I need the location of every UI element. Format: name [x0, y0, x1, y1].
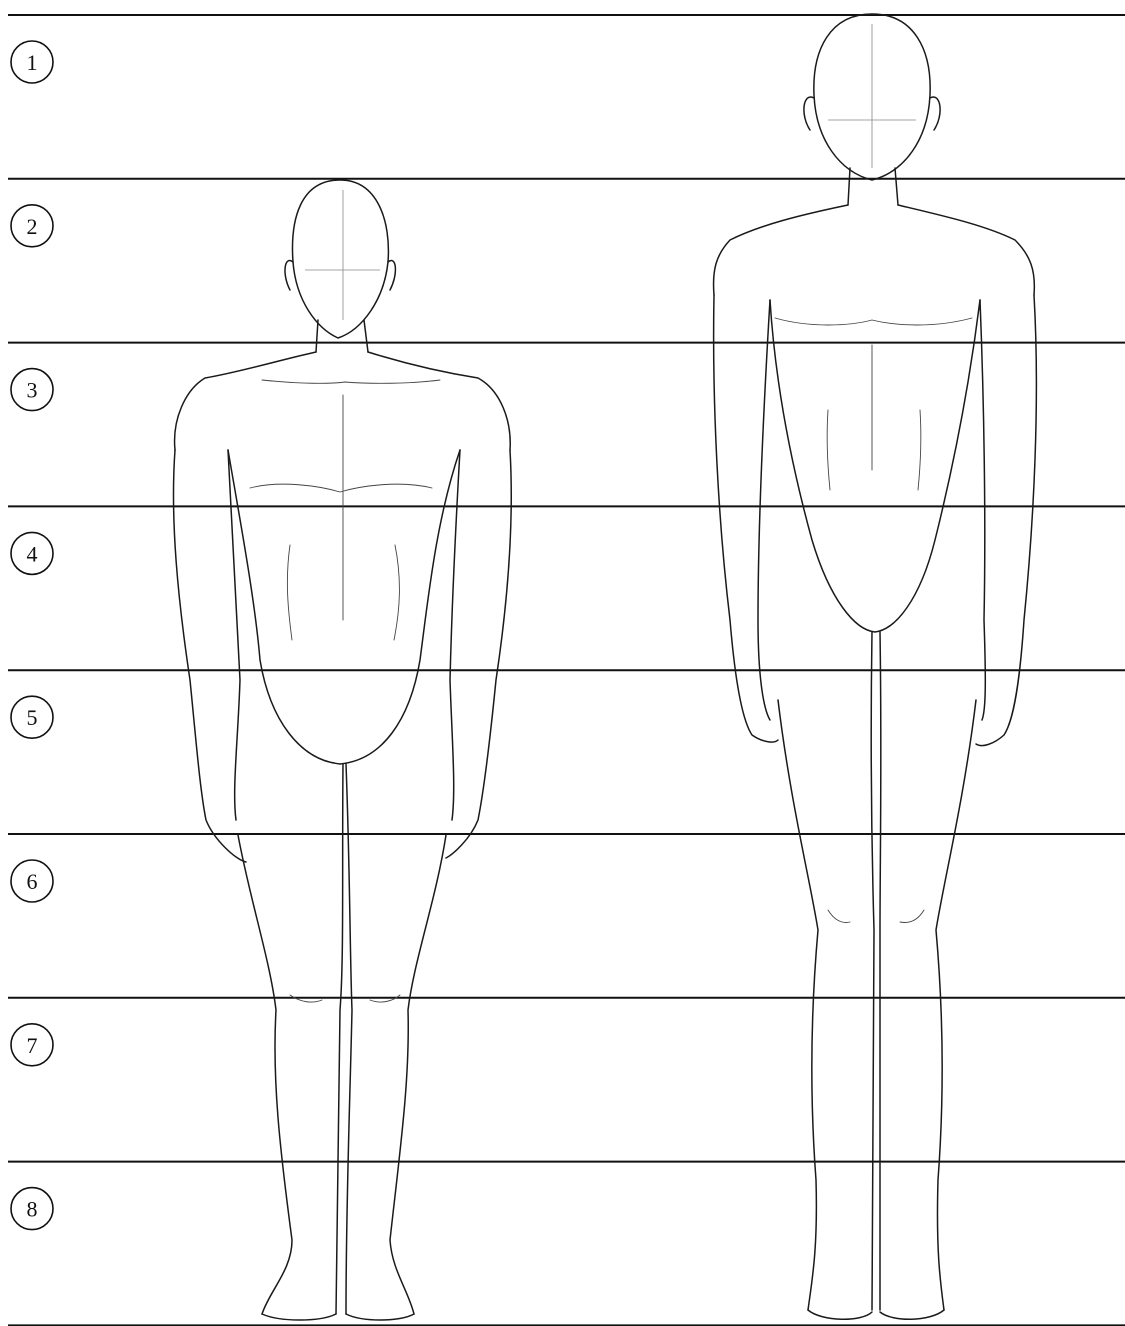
marker-number: 6	[27, 869, 38, 894]
head-unit-marker: 2	[11, 205, 53, 247]
marker-number: 8	[27, 1197, 38, 1222]
figure-tall	[714, 14, 1037, 1319]
figure-tall-torso	[714, 205, 1035, 295]
figure-tall-left-arm	[714, 295, 778, 742]
marker-number: 1	[27, 50, 38, 75]
head-unit-marker: 7	[11, 1024, 53, 1066]
head-unit-marker: 4	[11, 532, 53, 574]
figure-short-right-arm	[446, 450, 511, 858]
figure-short-legs	[238, 764, 446, 1314]
head-unit-marker: 3	[11, 369, 53, 411]
figure-tall-right-arm	[976, 295, 1036, 746]
marker-number: 2	[27, 214, 38, 239]
marker-number: 4	[27, 541, 38, 566]
head-unit-marker: 8	[11, 1188, 53, 1230]
head-unit-marker: 5	[11, 696, 53, 738]
marker-number: 3	[27, 378, 38, 403]
figure-tall-legs	[778, 632, 976, 1310]
figure-short-left-arm	[173, 450, 246, 862]
marker-number: 5	[27, 705, 38, 730]
figure-short-head	[293, 180, 389, 338]
head-unit-guide-lines	[8, 15, 1125, 1325]
head-unit-markers: 1 2 3 4 5 6 7 8	[11, 41, 53, 1230]
marker-number: 7	[27, 1033, 38, 1058]
figure-short	[173, 180, 511, 1320]
figure-short-torso	[175, 352, 511, 450]
head-unit-marker: 1	[11, 41, 53, 83]
head-unit-marker: 6	[11, 860, 53, 902]
